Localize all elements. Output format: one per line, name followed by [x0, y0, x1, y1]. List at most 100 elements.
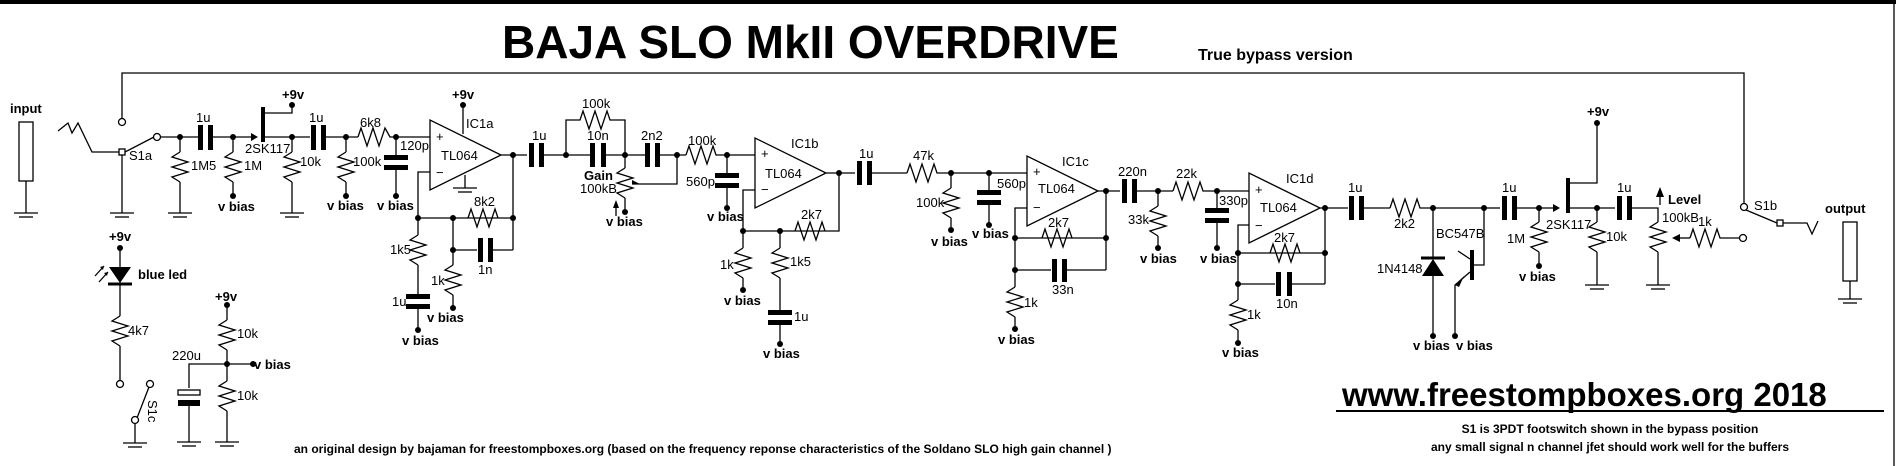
vbias-label: v bias: [1456, 338, 1493, 353]
level-value: 100kB: [1662, 210, 1699, 225]
note-jfet: any small signal n channel jfet should w…: [1431, 440, 1789, 454]
resistor-1k5-ic1b: [769, 231, 791, 310]
svg-text:+: +: [436, 129, 444, 144]
r-1k-ic1d-value: 1k: [1247, 307, 1261, 322]
page-title: BAJA SLO MkII OVERDRIVE: [502, 16, 1119, 68]
top-border: [0, 0, 1896, 4]
capacitor-1n: [478, 238, 493, 262]
opamp-ic1b: [754, 136, 828, 210]
s1b-lever[interactable]: [1745, 209, 1778, 224]
output-jack-tip: [1783, 220, 1819, 236]
s1a-lever[interactable]: [124, 136, 155, 153]
svg-text:+: +: [1033, 164, 1041, 179]
gain-label: Gain: [584, 168, 613, 183]
c-1u-gnd-value: 1u: [392, 294, 406, 309]
r-obuf-gate-value: 1M: [1507, 231, 1525, 246]
resistor-4k7: [109, 285, 131, 382]
led-label: blue led: [138, 267, 187, 282]
capacitor-330p: [1205, 208, 1229, 223]
vbias-label: v bias: [218, 199, 255, 214]
svg-text:+: +: [1255, 182, 1263, 197]
r-8k2-value: 8k2: [474, 194, 495, 209]
diode-1n4148: [1421, 256, 1445, 276]
r-2k7-ic1c-value: 2k7: [1048, 215, 1069, 230]
capacitor-560p-2: [977, 190, 1001, 205]
c-1u-ic1b-value: 1u: [794, 309, 808, 324]
r-47k-value: 47k: [913, 148, 934, 163]
r-1k5-ic1b-value: 1k5: [790, 254, 811, 269]
resistor-2k7-ic1d: [1269, 241, 1301, 265]
resistor-1k-out: [1689, 226, 1740, 250]
ground-icon: [177, 441, 201, 447]
vbias-label: v bias: [998, 332, 1035, 347]
gain-pot[interactable]: [614, 155, 678, 215]
capacitor-1u-obuf-in: [1502, 196, 1517, 220]
ic1b-label: IC1b: [791, 136, 818, 151]
resistor-1k-ic1b: [732, 231, 754, 293]
jfet-q2: [1566, 178, 1570, 213]
capacitor-120p: [384, 155, 408, 170]
svg-text:−: −: [1033, 200, 1041, 215]
opamp-ic1c: [1026, 154, 1100, 228]
resistor-2k2: [1389, 196, 1432, 220]
r-bridge-value: 100k: [582, 96, 611, 111]
c-120p-value: 120p: [400, 138, 429, 153]
led-icon: [94, 265, 132, 286]
r-6k8-value: 6k8: [360, 115, 381, 130]
resistor-1k-ic1a: [442, 250, 464, 311]
ground-icon: [453, 187, 477, 193]
q2-vplus-label: +9v: [1587, 104, 1610, 119]
resistor-2k7-ic1b: [794, 219, 826, 243]
r-1k-value: 1k: [431, 273, 445, 288]
c-560p-2-value: 560p: [997, 176, 1026, 191]
vbias-label: v bias: [763, 346, 800, 361]
s1c-label: S1c: [145, 400, 160, 423]
ic1b-type: TL064: [765, 166, 802, 181]
capacitor-c1: [198, 125, 213, 150]
jfet-q1: [261, 107, 265, 142]
resistor-1m-obuf: [1528, 208, 1550, 269]
ground-icon: [1838, 298, 1862, 304]
r-2k7-value: 2k7: [801, 207, 822, 222]
c-obuf-out-value: 1u: [1617, 180, 1631, 195]
resistor-10k-source: [281, 137, 303, 213]
resistor-1k-ic1c: [1004, 270, 1026, 332]
r-1k5-value: 1k5: [390, 242, 411, 257]
r-out-value: 1k: [1698, 214, 1712, 229]
capacitor-1u-obuf-out: [1617, 196, 1632, 220]
diode-type: 1N4148: [1377, 261, 1423, 276]
ic1c-label: IC1c: [1062, 154, 1089, 169]
s1c-lever[interactable]: [136, 386, 150, 419]
ground-icon: [14, 212, 38, 218]
r-1m5-value: 1M5: [191, 158, 216, 173]
gain-value: 100kB: [580, 181, 617, 196]
level-arrow-icon: [1656, 187, 1664, 197]
vbias-label: v bias: [1519, 269, 1556, 284]
c-33n-value: 33n: [1052, 282, 1074, 297]
resistor-100k-shunt2: [940, 173, 962, 233]
c1-value: 1u: [196, 110, 210, 125]
resistor-10k-div-bot: [216, 364, 238, 442]
ic1a-label: IC1a: [466, 116, 494, 131]
ground-icon: [110, 212, 134, 218]
c-couple-value: 1u: [532, 128, 546, 143]
r-div-bot-value: 10k: [237, 388, 258, 403]
c-couple3-value: 1u: [1348, 180, 1362, 195]
ground-icon: [215, 441, 239, 447]
r-2k2-value: 2k2: [1394, 216, 1415, 231]
transistor-bc547b: [1454, 208, 1485, 336]
vbias-label: v bias: [377, 198, 414, 213]
opamp-ic1a: [429, 118, 503, 192]
c-filter-value: 220u: [172, 348, 201, 363]
r-1k-ic1b-value: 1k: [720, 257, 734, 272]
svg-text:+: +: [761, 146, 769, 161]
ground-icon: [1646, 284, 1670, 290]
opamp-ic1d: [1248, 171, 1322, 245]
vbias-label: v bias: [931, 234, 968, 249]
level-pot[interactable]: [1647, 221, 1690, 285]
page-subtitle: True bypass version: [1198, 47, 1353, 64]
pot-arrow-icon: [613, 200, 619, 208]
c-2n2-value: 2n2: [641, 128, 663, 143]
capacitor-220n: [1122, 179, 1137, 203]
site-url[interactable]: www.freestompboxes.org 2018: [1341, 376, 1827, 413]
